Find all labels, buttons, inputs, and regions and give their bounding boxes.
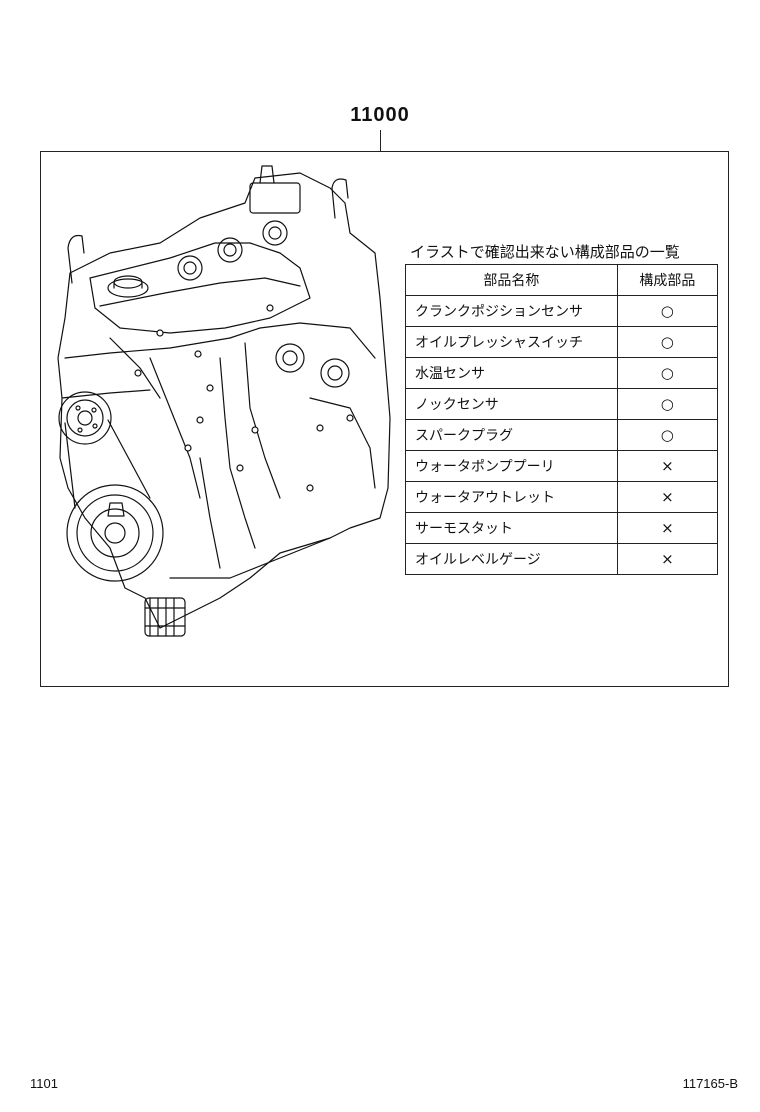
part-name-cell: オイルプレッシャスイッチ: [405, 326, 618, 358]
part-name-cell: オイルレベルゲージ: [405, 543, 618, 575]
component-mark-cell: ×: [616, 512, 719, 544]
table-row: オイルプレッシャスイッチ ○: [405, 326, 719, 358]
table-title: イラストで確認出来ない構成部品の一覧: [410, 243, 680, 261]
part-name-cell: ウォータアウトレット: [405, 481, 618, 513]
header-part-name: 部品名称: [405, 264, 618, 296]
table-row: 水温センサ ○: [405, 357, 719, 389]
table-header-row: 部品名称 構成部品: [405, 264, 719, 296]
component-mark-cell: ○: [616, 388, 719, 420]
component-mark-cell: ○: [616, 295, 719, 327]
component-mark-cell: ×: [616, 543, 719, 575]
component-table: 部品名称 構成部品 クランクポジションセンサ ○ オイルプレッシャスイッチ ○ …: [405, 264, 719, 575]
footer-right-code: 117165-B: [682, 1076, 738, 1091]
table-row: ウォータアウトレット ×: [405, 481, 719, 513]
part-number-label: 11000: [350, 104, 410, 126]
diagram-frame: [40, 151, 729, 687]
part-name-cell: ウォータポンププーリ: [405, 450, 618, 482]
component-mark-cell: ○: [616, 419, 719, 451]
part-name-cell: スパークプラグ: [405, 419, 618, 451]
part-name-cell: ノックセンサ: [405, 388, 618, 420]
footer-left-code: 1101: [30, 1076, 58, 1091]
component-mark-cell: ×: [616, 450, 719, 482]
header-component: 構成部品: [616, 264, 719, 296]
component-mark-cell: ○: [616, 326, 719, 358]
part-name-cell: クランクポジションセンサ: [405, 295, 618, 327]
table-row: ノックセンサ ○: [405, 388, 719, 420]
table-row: クランクポジションセンサ ○: [405, 295, 719, 327]
component-mark-cell: ○: [616, 357, 719, 389]
table-row: サーモスタット ×: [405, 512, 719, 544]
leader-line: [380, 130, 381, 151]
table-row: スパークプラグ ○: [405, 419, 719, 451]
engine-assembly-illustration: [57, 165, 391, 637]
table-row: ウォータポンププーリ ×: [405, 450, 719, 482]
component-mark-cell: ×: [616, 481, 719, 513]
part-name-cell: サーモスタット: [405, 512, 618, 544]
table-row: オイルレベルゲージ ×: [405, 543, 719, 575]
part-name-cell: 水温センサ: [405, 357, 618, 389]
